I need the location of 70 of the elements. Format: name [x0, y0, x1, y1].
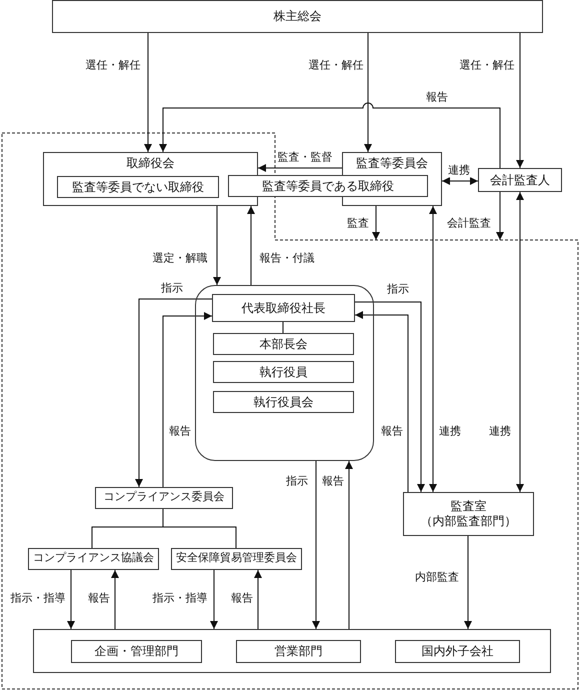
arrow [67, 570, 75, 630]
org-box: 執行役員会 [213, 391, 354, 413]
edge-label: 指示・指導 [10, 592, 66, 606]
arrow [213, 206, 221, 286]
edge-label: 指示 [386, 283, 410, 297]
arrow [258, 164, 342, 172]
edge-label: 監査 [346, 217, 370, 231]
org-box: コンプライアンス協議会 [28, 548, 159, 570]
edge-label: 報告・付議 [258, 252, 316, 266]
connector-line [282, 322, 284, 334]
org-box: 安全保障貿易管理委員会 [171, 548, 302, 570]
box-text: （内部監査部門） [420, 514, 516, 529]
arrow [111, 570, 119, 630]
org-box [43, 152, 258, 206]
group-frame [195, 285, 374, 461]
edge-label: 選定・解職 [152, 252, 208, 266]
arrow [210, 570, 218, 630]
edge-label: 報告 [87, 592, 111, 606]
arrow [354, 311, 408, 492]
edge-label: 報告 [380, 425, 404, 439]
edge-label: 報告 [321, 475, 345, 489]
arrow [442, 177, 478, 185]
org-box: 監査等委員である取締役 [228, 175, 428, 197]
edge-label: 指示 [285, 475, 309, 489]
org-box: 代表取締役社長 [212, 294, 355, 322]
edge-label: 報告 [425, 91, 449, 105]
org-box [403, 492, 534, 536]
org-box: 執行役員 [213, 361, 354, 383]
edge-label: 連携 [488, 425, 512, 439]
box-heading: 取締役会 [126, 156, 176, 171]
arrow [372, 206, 380, 240]
edge-label: 会計監査 [446, 217, 492, 231]
arrow [312, 460, 320, 630]
org-box: コンプライアンス委員会 [95, 487, 233, 509]
arrow [159, 102, 500, 168]
group-box [33, 629, 551, 673]
arrow [247, 206, 255, 286]
edge-label: 選任・解任 [308, 59, 364, 73]
edge-label: 選任・解任 [458, 59, 516, 73]
box-text: 監査室 [450, 499, 486, 514]
edge-label: 報告 [230, 592, 254, 606]
edge-label: 報告 [168, 425, 192, 439]
arrow [254, 570, 262, 630]
edge-label: 指示・指導 [152, 592, 208, 606]
org-box: 国内外子会社 [395, 640, 520, 663]
edge-label: 内部監査 [414, 571, 460, 585]
arrow [496, 192, 504, 240]
arrow [364, 32, 372, 152]
arrow [464, 536, 472, 630]
org-box: 企画・管理部門 [71, 640, 202, 663]
arrow [516, 192, 524, 492]
box-heading: 監査等委員会 [355, 156, 429, 171]
org-box: 会計監査人 [478, 168, 562, 192]
edge-label: 連携 [438, 425, 462, 439]
edge-label: 連携 [447, 164, 471, 178]
arrow [354, 302, 425, 492]
edge-label: 監査・監督 [276, 151, 334, 165]
connector-line [162, 508, 236, 548]
edge-label: 選任・解任 [84, 59, 142, 73]
arrow [516, 32, 524, 168]
edge-label: 指示 [160, 282, 184, 296]
arrow [162, 312, 212, 488]
arrow [429, 206, 437, 492]
arrow [144, 32, 152, 152]
arrow [135, 298, 212, 488]
org-box: 本部長会 [213, 333, 354, 355]
org-box: 株主総会 [52, 0, 543, 33]
org-box: 営業部門 [236, 640, 361, 663]
org-box: 監査等委員でない取締役 [57, 176, 219, 198]
arrow [345, 460, 353, 630]
